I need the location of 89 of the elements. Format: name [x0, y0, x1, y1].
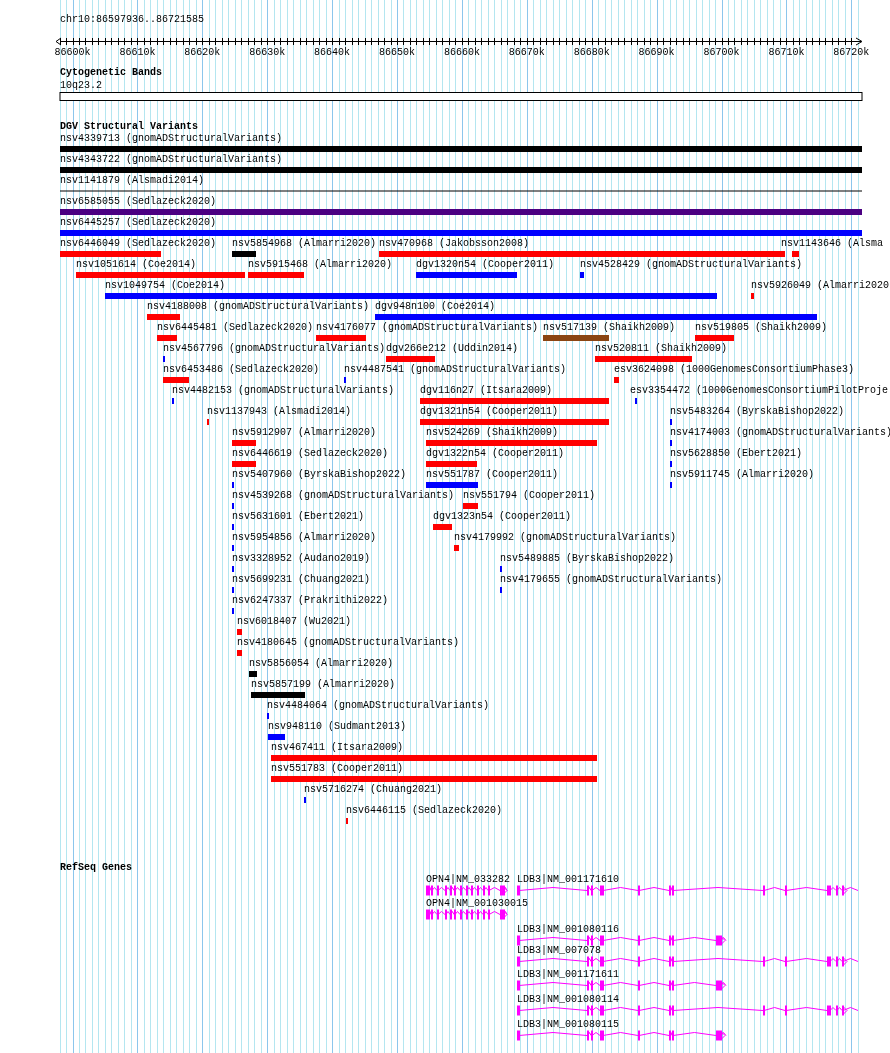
variant-label: nsv467411 (Itsara2009)	[271, 742, 404, 754]
variant-label: nsv6018407 (Wu2021)	[237, 616, 352, 628]
tick-label: 86650k	[379, 47, 415, 59]
variant-label: nsv4567796 (gnomADStructuralVariants)	[163, 343, 386, 355]
tick-label: 86700k	[703, 47, 740, 59]
gene-label: LDB3|NM_007078	[517, 945, 601, 957]
variant-label: dgv1322n54 (Cooper2011)	[426, 448, 565, 460]
variant-label: nsv1051614 (Coe2014)	[76, 259, 197, 271]
tick-label: 86660k	[443, 47, 480, 59]
variant-label: nsv6445257 (Sedlazeck2020)	[60, 217, 217, 229]
variant-label: nsv1141879 (Alsmadi2014)	[60, 175, 205, 187]
tick-label: 86690k	[638, 47, 675, 59]
gene-label: LDB3|NM_001080115	[517, 1019, 620, 1031]
variant-label: dgv1320n54 (Cooper2011)	[416, 259, 555, 271]
gene-label: LDB3|NM_001080114	[517, 994, 620, 1006]
variant-label: nsv4484064 (gnomADStructuralVariants)	[267, 700, 490, 712]
coordinate-label: chr10:86597936..86721585	[60, 14, 205, 26]
variant-label: nsv551787 (Cooper2011)	[426, 469, 559, 481]
variant-label: nsv5926049 (Almarri2020	[751, 280, 890, 292]
variant-label: dgv1323n54 (Cooper2011)	[433, 511, 572, 523]
variant-label: nsv5628850 (Ebert2021)	[670, 448, 803, 460]
variant-label: nsv517139 (Shaikh2009)	[543, 322, 676, 334]
variant-label: nsv3328952 (Audano2019)	[232, 553, 371, 565]
tick-label: 86640k	[314, 47, 351, 59]
band-label: 10q23.2	[60, 80, 102, 92]
variant-label: nsv551783 (Cooper2011)	[271, 763, 404, 775]
variant-label: nsv5483264 (ByrskaBishop2022)	[670, 406, 845, 418]
variant-label: dgv1321n54 (Cooper2011)	[420, 406, 559, 418]
variant-label: nsv520811 (Shaikh2009)	[595, 343, 728, 355]
variant-label: nsv948110 (Sudmant2013)	[268, 721, 407, 733]
variant-label: nsv4179992 (gnomADStructuralVariants)	[454, 532, 677, 544]
variant-label: nsv6247337 (Prakrithi2022)	[232, 595, 389, 607]
tick-label: 86620k	[184, 47, 221, 59]
track-heading: RefSeq Genes	[60, 862, 132, 874]
variant-label: nsv4188008 (gnomADStructuralVariants)	[147, 301, 370, 313]
variant-label: nsv5631601 (Ebert2021)	[232, 511, 365, 523]
variant-label: esv3624098 (1000GenomesConsortiumPhase3)	[614, 364, 855, 376]
gene-label: OPN4|NM_001030015	[426, 898, 529, 910]
variant-label: esv3354472 (1000GenomesConsortiumPilotProje	[630, 385, 889, 397]
variant-label: nsv6446115 (Sedlazeck2020)	[346, 805, 503, 817]
variant-label: nsv1049754 (Coe2014)	[105, 280, 226, 292]
variant-label: nsv5915468 (Almarri2020)	[248, 259, 393, 271]
variant-label: nsv5911745 (Almarri2020)	[670, 469, 815, 481]
variant-label: nsv1143646 (Alsma	[781, 238, 884, 250]
variant-label: nsv5857199 (Almarri2020)	[251, 679, 396, 691]
gene-label: LDB3|NM_001171611	[517, 969, 620, 981]
variant-label: nsv6445481 (Sedlazeck2020)	[157, 322, 314, 334]
variant-label: nsv4539268 (gnomADStructuralVariants)	[232, 490, 455, 502]
variant-label: nsv6585055 (Sedlazeck2020)	[60, 196, 217, 208]
variant-label: nsv470968 (Jakobsson2008)	[379, 238, 530, 250]
variant-label: nsv519805 (Shaikh2009)	[695, 322, 828, 334]
gene-label: LDB3|NM_001171610	[517, 874, 620, 886]
variant-label: nsv4176077 (gnomADStructuralVariants)	[316, 322, 539, 334]
variant-label: nsv5699231 (Chuang2021)	[232, 574, 371, 586]
variant-label: nsv4339713 (gnomADStructuralVariants)	[60, 133, 283, 145]
variant-label: nsv5716274 (Chuang2021)	[304, 784, 443, 796]
gene-label: OPN4|NM_033282	[426, 874, 510, 886]
variant-label: dgv116n27 (Itsara2009)	[420, 385, 553, 397]
track-heading: Cytogenetic Bands	[60, 67, 163, 79]
variant-label: nsv5912907 (Almarri2020)	[232, 427, 377, 439]
variant-label: nsv5954856 (Almarri2020)	[232, 532, 377, 544]
tick-label: 86720k	[833, 47, 870, 59]
gene-label: LDB3|NM_001080116	[517, 924, 620, 936]
variant-label: nsv5489885 (ByrskaBishop2022)	[500, 553, 675, 565]
variant-label: nsv4528429 (gnomADStructuralVariants)	[580, 259, 803, 271]
tick-label: 86680k	[573, 47, 610, 59]
variant-label: nsv551794 (Cooper2011)	[463, 490, 596, 502]
tick-label: 86710k	[768, 47, 805, 59]
tick-label: 86600k	[54, 47, 91, 59]
variant-label: nsv6453486 (Sedlazeck2020)	[163, 364, 320, 376]
track-heading: DGV Structural Variants	[60, 121, 199, 133]
tick-label: 86630k	[249, 47, 286, 59]
variant-label: dgv266e212 (Uddin2014)	[386, 343, 519, 355]
variant-label: nsv4174003 (gnomADStructuralVariants)	[670, 427, 890, 439]
variant-label: nsv5856054 (Almarri2020)	[249, 658, 394, 670]
tick-label: 86610k	[119, 47, 156, 59]
variant-label: nsv4179655 (gnomADStructuralVariants)	[500, 574, 723, 586]
variant-label: nsv4482153 (gnomADStructuralVariants)	[172, 385, 395, 397]
tick-label: 86670k	[508, 47, 545, 59]
variant-label: nsv5854968 (Almarri2020)	[232, 238, 377, 250]
variant-label: dgv948n100 (Coe2014)	[375, 301, 496, 313]
variant-label: nsv1137943 (Alsmadi2014)	[207, 406, 352, 418]
variant-label: nsv524269 (Shaikh2009)	[426, 427, 559, 439]
variant-label: nsv4180645 (gnomADStructuralVariants)	[237, 637, 460, 649]
variant-label: nsv4343722 (gnomADStructuralVariants)	[60, 154, 283, 166]
variant-label: nsv4487541 (gnomADStructuralVariants)	[344, 364, 567, 376]
variant-label: nsv6446619 (Sedlazeck2020)	[232, 448, 389, 460]
variant-label: nsv6446049 (Sedlazeck2020)	[60, 238, 217, 250]
variant-label: nsv5407960 (ByrskaBishop2022)	[232, 469, 407, 481]
